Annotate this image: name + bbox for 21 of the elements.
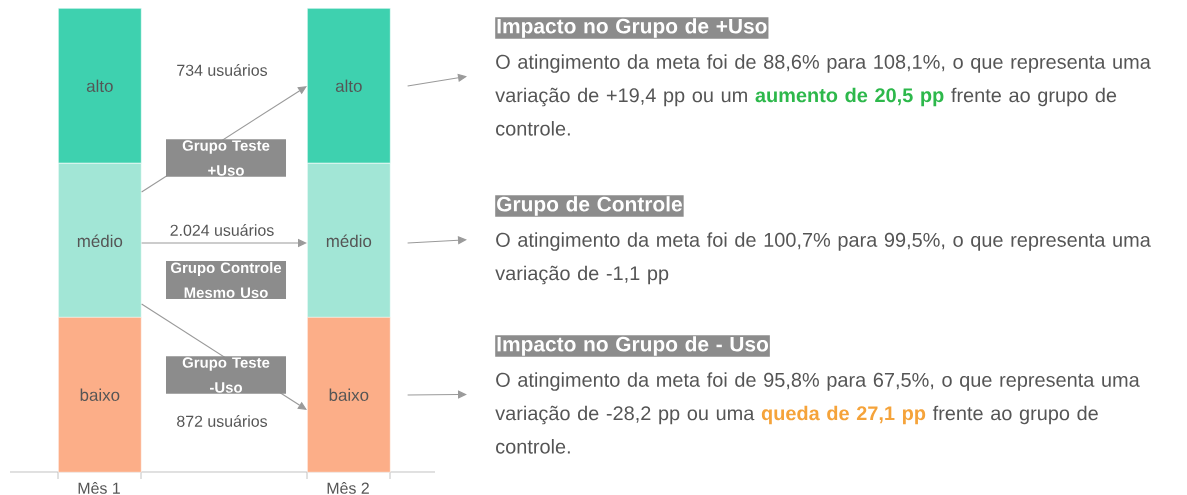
bar-segment: baixo bbox=[307, 317, 391, 473]
bar-segment: alto bbox=[58, 8, 142, 164]
arrow bbox=[407, 73, 467, 87]
section-heading: Impacto no Grupo de - Uso bbox=[495, 335, 770, 357]
body-text: O atingimento da meta foi de 100,7% para 99,5%, o que representa uma variação de -1,1 pp bbox=[495, 232, 1151, 285]
body-text: O atingimento da meta foi de 88,6% para 108,1%, o que representa uma variação de +19,4 pp ou um aumento de 20,5 pp frente ao grupo de controle. bbox=[495, 54, 1151, 136]
count-label: 734 usuários bbox=[177, 64, 268, 76]
edge-label: Grupo Teste -Uso bbox=[166, 356, 286, 394]
bar-segment: alto bbox=[307, 8, 391, 164]
edge-label: Grupo Teste +Uso bbox=[166, 139, 286, 177]
body-text: O atingimento da meta foi de 95,8% para 67,5%, o que representa uma variação de -28,2 pp ou uma queda de 27,1 pp frente ao grupo de controle. bbox=[495, 372, 1140, 454]
bar-segment: médio bbox=[307, 163, 391, 319]
edge-label: Grupo Controle Mesmo Uso bbox=[166, 261, 286, 299]
section-heading: Impacto no Grupo de +Uso bbox=[495, 17, 769, 39]
count-label: 872 usuários bbox=[177, 415, 268, 427]
bar-segment: baixo bbox=[58, 317, 142, 473]
bar-segment: médio bbox=[58, 163, 142, 319]
section-heading: Grupo de Controle bbox=[495, 195, 684, 217]
arrow bbox=[407, 390, 467, 399]
count-label: 2.024 usuários bbox=[170, 224, 274, 236]
arrow bbox=[407, 236, 467, 245]
